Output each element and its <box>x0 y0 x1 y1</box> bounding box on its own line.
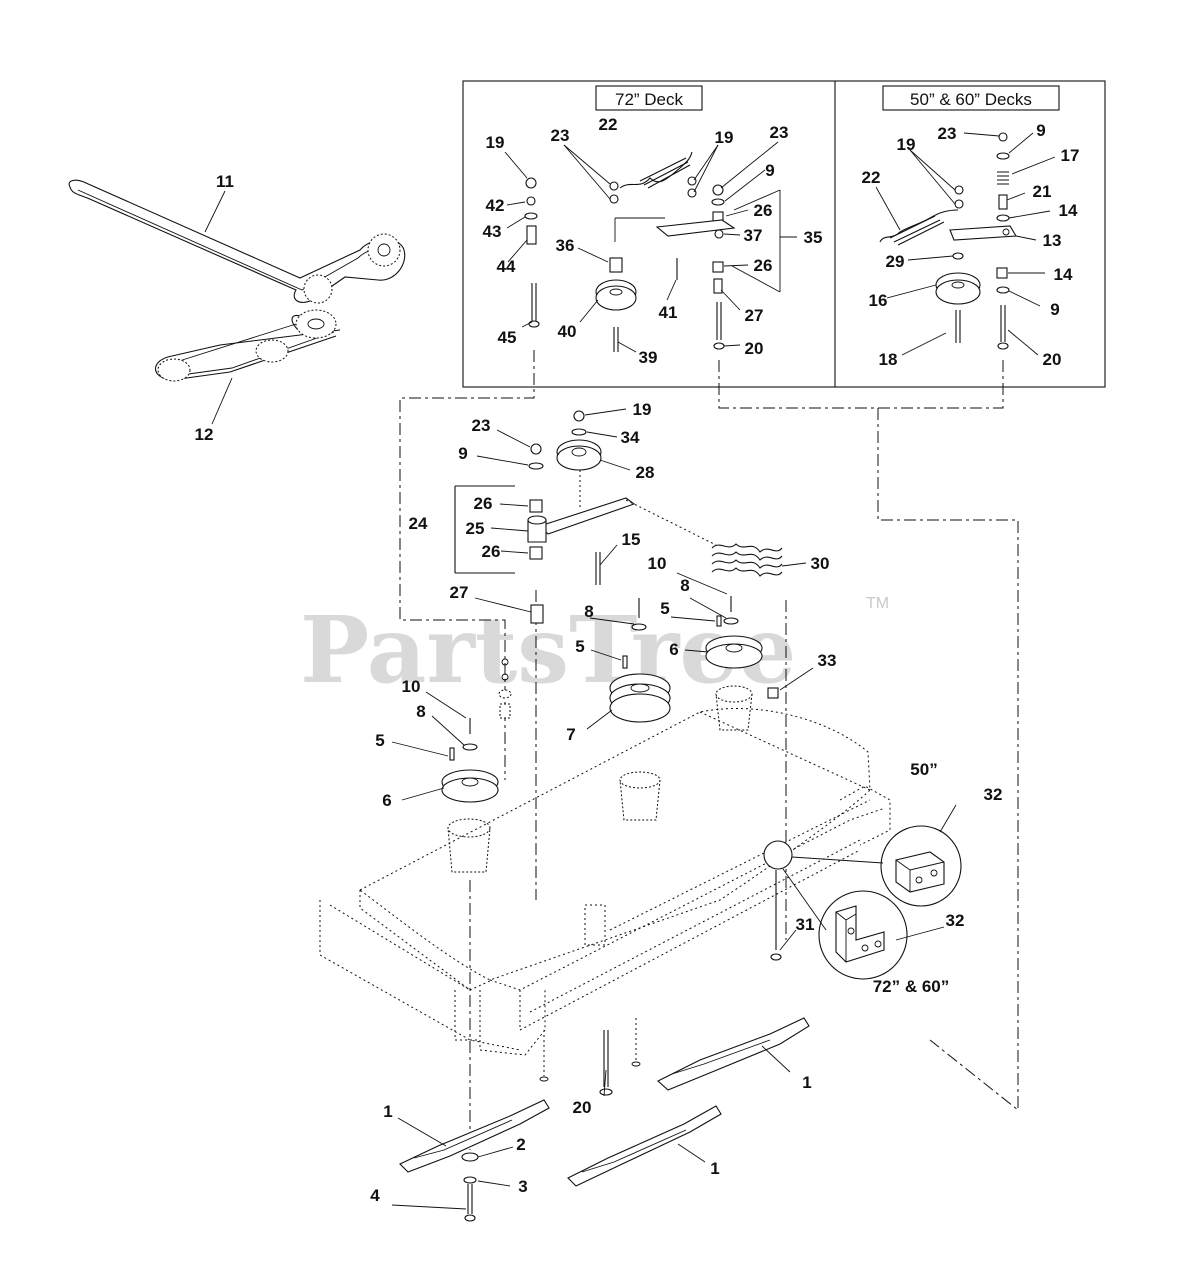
callout-36: 36 <box>556 236 575 255</box>
deck-housing <box>319 707 891 1096</box>
callout-29: 29 <box>886 252 905 271</box>
callout-1-b: 1 <box>383 1102 392 1121</box>
belt-drawing <box>68 179 406 425</box>
callout-7: 7 <box>566 725 575 744</box>
watermark-tm: TM <box>866 595 889 612</box>
callout-44: 44 <box>497 257 516 276</box>
pulley-leaders <box>391 572 814 801</box>
callout-35: 35 <box>804 228 823 247</box>
callout-20-c: 20 <box>573 1098 592 1117</box>
callout-14-a: 14 <box>1059 201 1078 220</box>
callout-1-a: 1 <box>802 1073 811 1092</box>
callout-13: 13 <box>1043 231 1062 250</box>
callout-26-b: 26 <box>754 256 773 275</box>
callout-23-a: 23 <box>551 126 570 145</box>
callout-20-a: 20 <box>745 339 764 358</box>
blades <box>399 1017 810 1222</box>
callout-20-b: 20 <box>1043 350 1062 369</box>
callout-32-b: 32 <box>946 911 965 930</box>
callout-11: 11 <box>216 172 234 191</box>
variant-50-label: 50” <box>910 760 937 779</box>
callout-42: 42 <box>486 196 505 215</box>
callout-10-b: 10 <box>402 677 421 696</box>
callout-33: 33 <box>818 651 837 670</box>
callout-22-a: 22 <box>599 115 618 134</box>
callout-23-b: 23 <box>770 123 789 142</box>
callout-4: 4 <box>370 1186 380 1205</box>
callout-23-d: 23 <box>472 416 491 435</box>
connector-lines <box>399 350 1019 1150</box>
callout-26-a: 26 <box>754 201 773 220</box>
callout-15: 15 <box>622 530 641 549</box>
callout-24: 24 <box>409 514 428 533</box>
callout-8-b: 8 <box>584 602 593 621</box>
callout-8-c: 8 <box>416 702 425 721</box>
callout-9-a: 9 <box>765 161 774 180</box>
callout-39: 39 <box>639 348 658 367</box>
callout-37: 37 <box>744 226 763 245</box>
inset-50-60-leaders <box>875 132 1056 356</box>
callout-19-c: 19 <box>897 135 916 154</box>
callout-12: 12 <box>195 425 214 444</box>
callout-21: 21 <box>1033 182 1052 201</box>
callout-34: 34 <box>621 428 640 447</box>
panel-title-72: 72” Deck <box>615 90 684 109</box>
callout-9-d: 9 <box>458 444 467 463</box>
panel-title-50-60: 50” & 60” Decks <box>910 90 1032 109</box>
callout-6-b: 6 <box>382 791 391 810</box>
callout-43: 43 <box>483 222 502 241</box>
callout-19-d: 19 <box>633 400 652 419</box>
callout-32-a: 32 <box>984 785 1003 804</box>
callout-26-d: 26 <box>482 542 501 561</box>
variant-72-60-label: 72” & 60” <box>873 977 950 996</box>
callout-1-c: 1 <box>710 1159 719 1178</box>
callout-5-b: 5 <box>575 637 584 656</box>
callout-40: 40 <box>558 322 577 341</box>
callout-28: 28 <box>636 463 655 482</box>
callout-45: 45 <box>498 328 517 347</box>
callout-14-b: 14 <box>1054 265 1073 284</box>
callout-9-b: 9 <box>1036 121 1045 140</box>
callout-16: 16 <box>869 291 888 310</box>
callout-2: 2 <box>516 1135 525 1154</box>
callout-41: 41 <box>659 303 678 322</box>
idler-assembly <box>454 410 783 624</box>
callout-30: 30 <box>811 554 830 573</box>
callout-6-a: 6 <box>669 640 678 659</box>
inset-frame: 72” Deck 50” & 60” Decks <box>462 80 1106 388</box>
callout-27-a: 27 <box>745 306 764 325</box>
callout-26-c: 26 <box>474 494 493 513</box>
callout-5-c: 5 <box>375 731 384 750</box>
callout-18: 18 <box>879 350 898 369</box>
callout-17: 17 <box>1061 146 1080 165</box>
inset-72-parts <box>524 151 797 352</box>
callout-27-b: 27 <box>450 583 469 602</box>
callout-25: 25 <box>466 519 485 538</box>
bracket-details <box>779 804 962 980</box>
callout-10-a: 10 <box>648 554 667 573</box>
callout-3: 3 <box>518 1177 527 1196</box>
inset-50-60-parts <box>879 132 1017 350</box>
callout-19-a: 19 <box>486 133 505 152</box>
callout-19-b: 19 <box>715 128 734 147</box>
pulleys <box>441 596 779 873</box>
blade-leaders <box>391 1045 791 1210</box>
callout-5-a: 5 <box>660 599 669 618</box>
inset-72-leaders <box>504 141 779 353</box>
callout-23-c: 23 <box>938 124 957 143</box>
callout-9-c: 9 <box>1050 300 1059 319</box>
idler-leaders <box>474 408 807 613</box>
callout-8-a: 8 <box>680 576 689 595</box>
callout-22-b: 22 <box>862 168 881 187</box>
callout-31: 31 <box>796 915 815 934</box>
